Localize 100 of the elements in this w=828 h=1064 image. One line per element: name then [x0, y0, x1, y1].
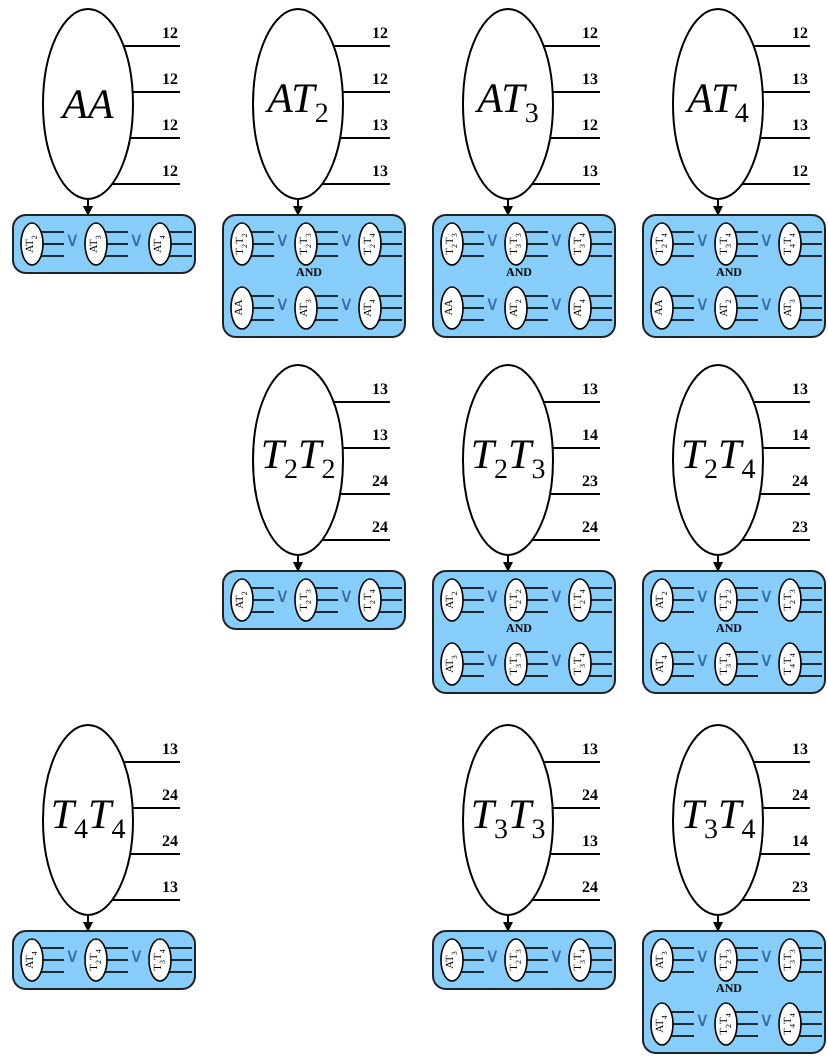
or-symbol: ∨: [485, 652, 499, 672]
arrow: [713, 915, 723, 932]
ellipse-label: T$_{4}$T$_{4}$: [50, 793, 126, 847]
small-oval-node: [230, 221, 274, 265]
terminal-number: 23: [792, 520, 808, 536]
or-symbol: ∨: [339, 232, 353, 252]
arrow: [293, 199, 303, 216]
small-oval-node: [568, 221, 612, 265]
or-symbol: ∨: [759, 232, 773, 252]
small-oval-node: [358, 221, 402, 265]
ellipse-label: T$_{2}$T$_{3}$: [470, 433, 546, 487]
small-oval-node: [230, 577, 274, 621]
ellipse-node: [42, 724, 134, 916]
ellipse-label: AA: [62, 83, 114, 125]
option-panel: [642, 570, 826, 694]
small-oval-node: [504, 285, 548, 329]
small-oval-node: [504, 577, 548, 621]
or-symbol: ∨: [695, 296, 709, 316]
terminal-number: 24: [372, 474, 388, 490]
or-symbol: ∨: [129, 948, 143, 968]
terminal-number: 12: [162, 118, 178, 134]
or-symbol: ∨: [549, 232, 563, 252]
ellipse-label: T$_{2}$T$_{2}$: [260, 433, 336, 487]
or-symbol: ∨: [275, 588, 289, 608]
ellipse-node: [252, 364, 344, 556]
terminal-number: 13: [582, 834, 598, 850]
or-symbol: ∨: [759, 588, 773, 608]
terminal-number: 24: [582, 788, 598, 804]
terminal-number: 13: [582, 164, 598, 180]
terminal-number: 13: [372, 428, 388, 444]
terminal-number: 13: [582, 72, 598, 88]
arrow: [83, 199, 93, 216]
terminal-number: 23: [582, 474, 598, 490]
small-oval-node: [714, 641, 758, 685]
or-symbol: ∨: [695, 232, 709, 252]
option-panel: [642, 930, 826, 1054]
ellipse-node: [252, 8, 344, 200]
small-oval-node: [148, 937, 192, 981]
small-oval-node: [358, 285, 402, 329]
small-oval-node: [714, 577, 758, 621]
option-panel: [12, 930, 196, 990]
terminal-number: 24: [162, 834, 178, 850]
small-oval-node: [568, 937, 612, 981]
small-oval-node: [778, 285, 822, 329]
or-symbol: ∨: [759, 652, 773, 672]
terminal-number: 13: [372, 164, 388, 180]
or-symbol: ∨: [549, 652, 563, 672]
terminal-number: 23: [792, 880, 808, 896]
or-symbol: ∨: [485, 232, 499, 252]
small-oval-node: [568, 641, 612, 685]
terminal-number: 12: [162, 72, 178, 88]
terminal-number: 12: [372, 26, 388, 42]
ellipse-node: [672, 8, 764, 200]
small-oval-node: [650, 285, 694, 329]
small-oval-node: [84, 221, 128, 265]
arrow: [503, 915, 513, 932]
ellipse-label: T$_{3}$T$_{4}$: [680, 793, 756, 847]
small-oval-node: [20, 221, 64, 265]
or-symbol: ∨: [339, 296, 353, 316]
or-symbol: ∨: [65, 232, 79, 252]
small-oval-node: [650, 937, 694, 981]
terminal-number: 24: [792, 474, 808, 490]
or-symbol: ∨: [759, 1012, 773, 1032]
small-oval-node: [440, 221, 484, 265]
small-oval-node: [20, 937, 64, 981]
or-symbol: ∨: [695, 588, 709, 608]
terminal-number: 13: [582, 742, 598, 758]
small-oval-node: [440, 577, 484, 621]
option-panel: [432, 930, 616, 990]
ellipse-node: [462, 364, 554, 556]
option-panel: [222, 214, 406, 338]
terminal-number: 13: [372, 382, 388, 398]
terminal-number: 24: [372, 520, 388, 536]
terminal-number: 24: [792, 788, 808, 804]
or-symbol: ∨: [485, 588, 499, 608]
terminal-number: 14: [792, 834, 808, 850]
or-symbol: ∨: [65, 948, 79, 968]
terminal-number: 24: [162, 788, 178, 804]
terminal-number: 14: [582, 428, 598, 444]
small-oval-node: [504, 937, 548, 981]
or-symbol: ∨: [549, 296, 563, 316]
arrow: [503, 199, 513, 216]
or-symbol: ∨: [549, 948, 563, 968]
or-symbol: ∨: [759, 948, 773, 968]
small-oval-node: [230, 285, 274, 329]
terminal-number: 12: [162, 26, 178, 42]
terminal-number: 12: [582, 26, 598, 42]
option-panel: [642, 214, 826, 338]
or-symbol: ∨: [485, 296, 499, 316]
terminal-number: 24: [582, 880, 598, 896]
option-panel: [432, 214, 616, 338]
terminal-number: 13: [162, 880, 178, 896]
ellipse-label: AT$_{4}$: [687, 77, 749, 131]
terminal-number: 13: [792, 118, 808, 134]
small-oval-node: [504, 641, 548, 685]
small-oval-node: [504, 221, 548, 265]
ellipse-label: T$_{2}$T$_{4}$: [680, 433, 756, 487]
small-oval-node: [650, 1001, 694, 1045]
terminal-number: 12: [792, 26, 808, 42]
small-oval-node: [148, 221, 192, 265]
